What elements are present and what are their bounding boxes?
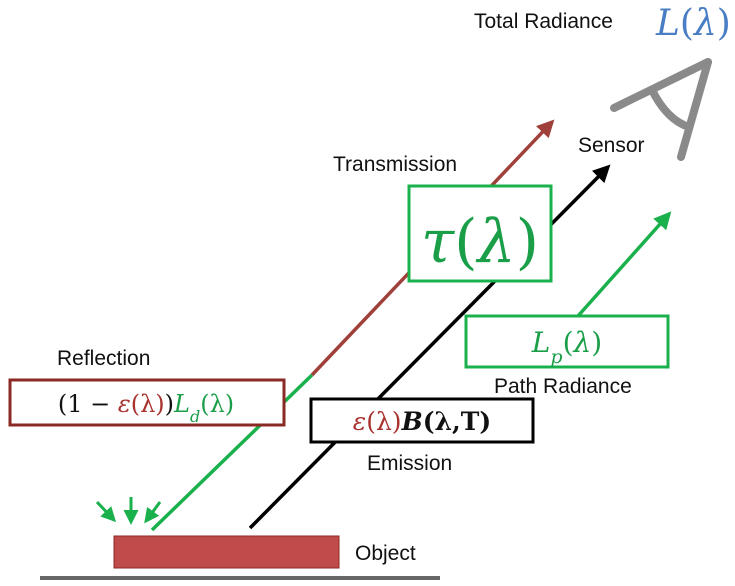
path-radiance-label: Path Radiance: [494, 375, 632, 398]
reflection-label: Reflection: [57, 347, 150, 370]
reflection-box: [8, 378, 286, 427]
eye-icon: [610, 58, 712, 161]
path-radiance-box: [464, 314, 670, 369]
sensor-label: Sensor: [578, 134, 645, 157]
total-radiance-formula: L(λ): [655, 3, 731, 44]
incoming-arrow-3: [144, 501, 162, 524]
transmission-formula: τ(λ): [421, 207, 539, 277]
object-block: [113, 535, 340, 569]
transmission-label: Transmission: [333, 153, 457, 176]
emission-label: Emission: [367, 452, 452, 475]
object-label: Object: [355, 542, 416, 565]
emission-formula: ε(λ)B(λ,T): [353, 407, 491, 436]
path-radiance-formula: Lp(λ): [531, 326, 602, 368]
incoming-arrow-1: [95, 500, 117, 523]
reflection-formula: (1 − ε(λ))Ld(λ): [58, 390, 234, 426]
emission-box: [309, 397, 535, 444]
total-radiance-label: Total Radiance: [474, 10, 613, 33]
transmission-box: [407, 184, 553, 283]
path-radiance-arrow: [576, 211, 672, 318]
